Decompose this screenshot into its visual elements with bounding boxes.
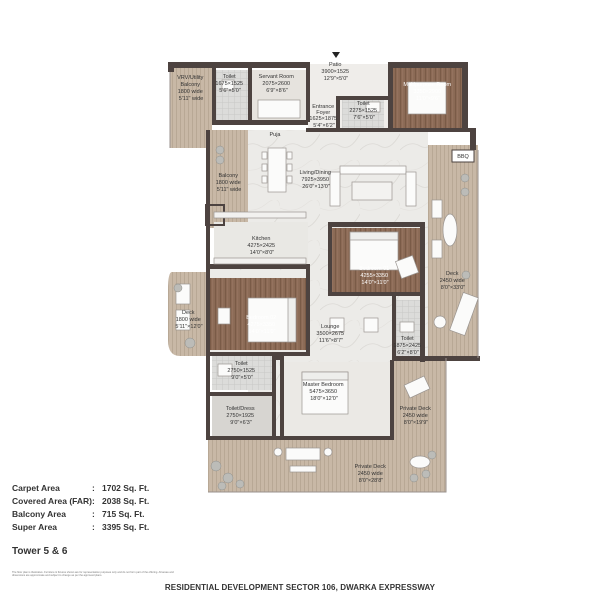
area-colon: : [91,483,95,493]
area-label: Covered Area (FAR) [12,496,92,506]
bbq-label: BBQ [457,154,469,160]
area-colon: : [91,496,95,506]
area-colon: : [91,522,95,532]
puja-label: Puja [269,132,281,138]
servant-room-label: Servant Room 2075×2600 6'9"×8'6" [259,74,296,94]
area-label: Super Area [12,522,58,532]
area-value: 715 Sq. Ft. [101,509,145,519]
walls [168,62,480,440]
multipurpose-label: Multipurpose Room 3350×2900 11'0"×9'6" [403,82,452,102]
dining-table [267,147,287,193]
balcony-left-label: Balcony 1800 wide 5'11" wide [216,173,243,193]
area-table: Carpet Area : 1702 Sq. Ft. Covered Area … [12,483,149,535]
footer-title: RESIDENTIAL DEVELOPMENT SECTOR 106, DWAR… [164,583,436,592]
toilet-left-label: Toilet 2750×1525 9'0"×5'0" [227,361,256,381]
private-deck-right-label: Private Deck 2450 wide 8'0"×19'9" [400,406,433,426]
room-labels: VRV/Utility Balcony 1800 wide 5'11" wide… [175,62,469,484]
furniture [175,79,479,473]
area-row: Carpet Area : 1702 Sq. Ft. [12,483,149,496]
toilet-entrance-label: Toilet 2275×1525 7'6"×5'0" [349,101,378,121]
vrv-balcony-label: VRV/Utility Balcony 1800 wide 5'11" wide [177,75,205,102]
area-colon: : [91,509,95,519]
private-deck-bottom-label: Private Deck 2450 wide 8'0"×28'8" [355,464,388,484]
kitchen-label: Kitchen 4275×2425 14'0"×8'0" [247,236,276,256]
area-row: Balcony Area : 715 Sq. Ft. [12,509,149,522]
deck-right-label: Deck 2450 wide 8'0"×33'0" [440,271,467,291]
entrance-foyer-label: Entrance Foyer 1625×1875 5'4"×6'2" [309,104,338,129]
deck-left-label: Deck 1800 wide 5'11"×12'0" [175,310,202,330]
railings [169,72,479,493]
area-value: 1702 Sq. Ft. [101,483,150,493]
area-row: Covered Area (FAR) : 2038 Sq. Ft. [12,496,149,509]
bed-multipurpose [407,81,447,115]
toilet-top-label: Toilet 1675×1525 5'6"×5'0" [215,74,244,94]
area-row: Super Area : 3395 Sq. Ft. [12,522,149,535]
sofa [339,165,407,175]
area-value: 2038 Sq. Ft. [101,496,150,506]
living-dining-label: Living/Dining 7925×3950 26'0"×13'0" [299,170,332,190]
patio-label: Patio 3900×1525 12'9"×5'0" [321,62,350,82]
bbq-box [451,149,475,163]
toilet-top-floor [213,70,248,122]
master-bedroom-label: Master Bedroom 5475×3650 18'0"×12'0" [303,382,345,402]
plants [173,145,471,491]
floors [168,64,478,492]
toilet-dress-label: Toilet/Dress 2750×1925 9'0"×6'3" [226,406,256,426]
tower-title: Tower 5 & 6 [12,546,68,557]
toilet-dress-floor [212,396,272,438]
disclaimer-text: The floor plan is illustrative. Furnitur… [12,571,174,577]
area-value: 3395 Sq. Ft. [101,522,150,532]
area-label: Carpet Area [12,483,60,493]
lounge-label: Lounge 3500×2675 11'6"×8'7" [316,324,345,344]
vrv-balcony-floor [170,68,212,148]
bedroom1-label: Bedroom 01 4255×3350 14'0"×11'0" [359,266,391,286]
area-label: Balcony Area [12,509,67,519]
bed-2 [247,297,293,343]
bedroom2-label: Bedroom 02 4275×3350 14'0"×11'0" [246,315,278,335]
entrance-arrow-icon [332,52,340,58]
toilet-right-label: Toilet 1875×2425 6'2"×8'0" [393,336,422,356]
